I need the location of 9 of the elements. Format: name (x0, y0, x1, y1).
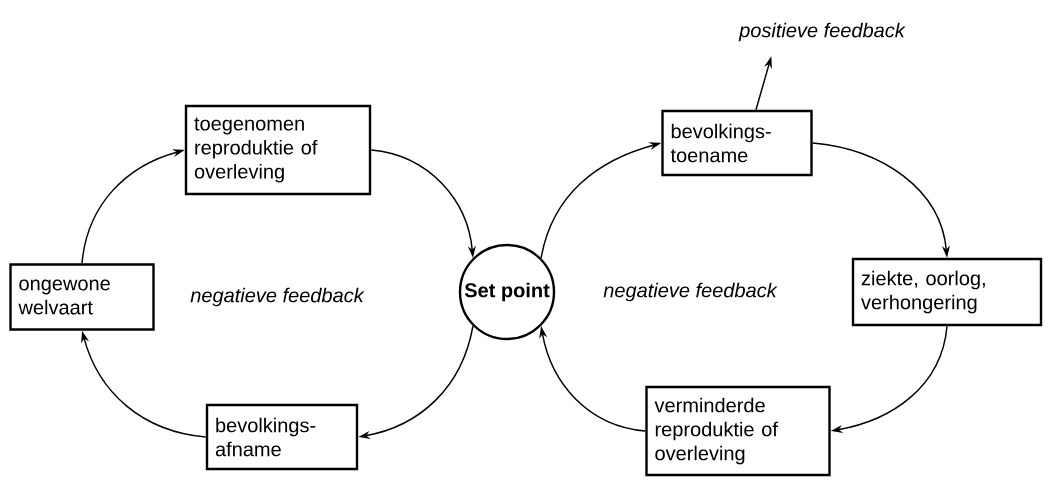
process-box: ziekte, oorlog, verhongering (851, 257, 1043, 327)
process-box: verminderde reproduktie of overleving (645, 385, 831, 477)
process-box: bevolkings-afname (205, 403, 359, 471)
loop-label: negatieve feedback (603, 282, 778, 302)
process-box: bevolkings-toename (661, 109, 813, 177)
process-box: toegenomen reproduktie of overleving (184, 104, 372, 196)
feedback-label: positieve feedback (738, 22, 906, 42)
loop-label: negatieve feedback (190, 287, 365, 307)
process-box: ongewone welvaart (9, 263, 155, 331)
